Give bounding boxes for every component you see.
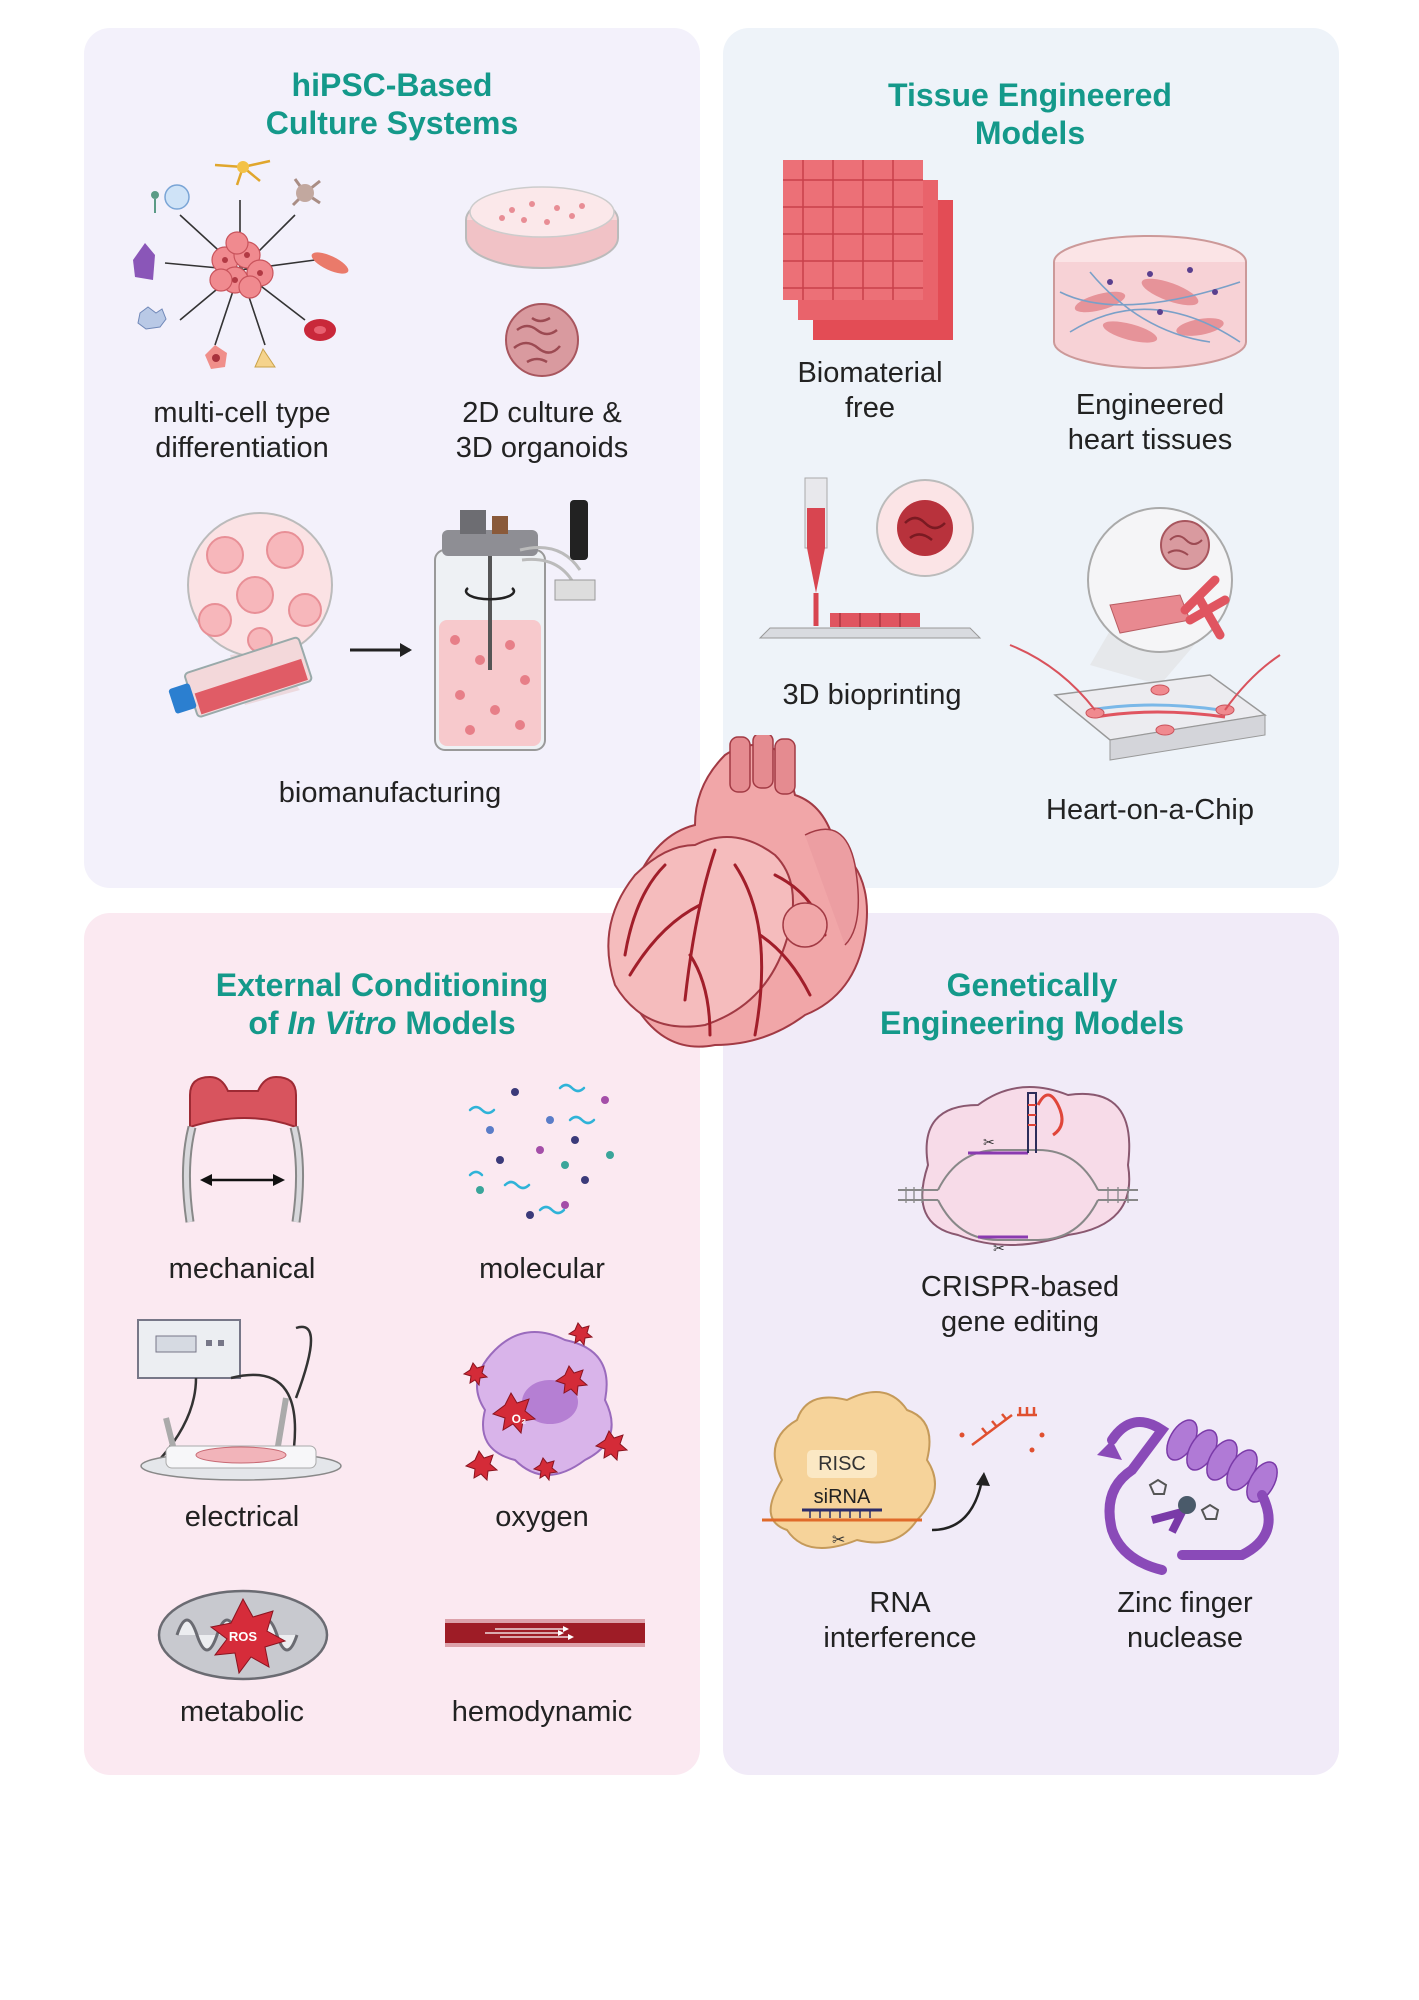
label-zinc-line1: Zinc finger [1117, 1587, 1253, 1619]
heart-on-chip-illustration [1009, 507, 1281, 761]
molecular-icon [468, 1083, 614, 1219]
panel-hipsc [84, 28, 700, 888]
label-zinc: Zinc finger nuclease [1025, 1586, 1345, 1656]
label-molecular: molecular [479, 1253, 605, 1285]
title-hipsc-line2: Culture Systems [265, 105, 519, 141]
biomanufacturing-illustration [168, 500, 596, 751]
label-differentiation: multi-cell type differentiation [82, 396, 402, 466]
label-biomaterial-line1: Biomaterial [797, 357, 943, 389]
title-hipsc-line1: hiPSC-Based [291, 67, 493, 103]
title-external-line2-post: Models [396, 1005, 516, 1041]
crispr-cas9-icon: ✂ ✂ [898, 1086, 1138, 1256]
electrical-stimulation-icon [137, 1319, 342, 1481]
label-differentiation-line2: differentiation [155, 432, 329, 464]
label-metabolic: metabolic [179, 1696, 305, 1728]
label-engineered: Engineered heart tissues [990, 388, 1310, 458]
label-oxygen: oxygen [495, 1501, 589, 1533]
label-hemodynamic: hemodynamic [451, 1696, 633, 1728]
title-external-line2-italic: In Vitro [287, 1005, 397, 1041]
differentiation-illustration [133, 159, 349, 369]
title-tissue-line1: Tissue Engineered [888, 77, 1172, 113]
label-mechanical: mechanical [168, 1253, 316, 1285]
label-zinc-line2: nuclease [1126, 1622, 1244, 1654]
label-rnai-line2: interference [823, 1622, 977, 1654]
label-crispr-line1: CRISPR-based [920, 1271, 1120, 1303]
oxygen-hypoxia-icon: O₂ [462, 1322, 629, 1482]
panel-genetic-engineering [723, 913, 1339, 1775]
scissors-icon-2: ✂ [993, 1240, 1005, 1256]
label-electrical: electrical [184, 1501, 300, 1533]
title-hipsc: hiPSC-Based Culture Systems [112, 66, 672, 142]
o2-label: O₂ [512, 1412, 527, 1426]
title-genetic-line2: Engineering Models [879, 1005, 1185, 1041]
label-differentiation-line1: multi-cell type [153, 397, 331, 429]
title-external: External Conditioning of In Vitro Models [102, 966, 662, 1042]
label-bioprinting: 3D bioprinting [782, 679, 962, 711]
sirna-label: siRNA [814, 1486, 871, 1508]
zinc-finger-nuclease-icon [1097, 1417, 1278, 1575]
label-engineered-line1: Engineered [1075, 389, 1225, 421]
label-biomaterial-line2: free [845, 392, 895, 424]
label-crispr: CRISPR-based gene editing [860, 1270, 1180, 1340]
label-crispr-line2: gene editing [940, 1306, 1100, 1338]
title-genetic: Genetically Engineering Models [752, 966, 1312, 1042]
title-tissue-line2: Models [974, 115, 1086, 151]
scissors-icon-3: ✂ [832, 1532, 845, 1549]
label-biomanufacturing: biomanufacturing [278, 777, 502, 809]
title-external-line1: External Conditioning [215, 967, 549, 1003]
scissors-icon: ✂ [983, 1134, 995, 1150]
title-tissue: Tissue Engineered Models [750, 76, 1310, 152]
rna-interference-icon: RISC siRNA ✂ [762, 1391, 1045, 1549]
risc-label: RISC [818, 1453, 866, 1475]
label-rnai-line1: RNA [869, 1587, 931, 1619]
mitochondria-metabolic-icon: ROS [157, 1589, 329, 1681]
label-chip: Heart-on-a-Chip [1046, 794, 1254, 826]
hemodynamic-flow-icon [445, 1619, 645, 1647]
title-genetic-line1: Genetically [946, 967, 1118, 1003]
mechanical-stretch-icon [181, 1075, 305, 1223]
label-rnai: RNA interference [740, 1586, 1060, 1656]
label-engineered-line2: heart tissues [1067, 424, 1233, 456]
heart-illustration [607, 735, 868, 1048]
title-external-line2-pre: of [248, 1005, 288, 1041]
label-culture-line1: 2D culture & [462, 397, 622, 429]
bioprinting-illustration [758, 477, 982, 639]
label-culture: 2D culture & 3D organoids [382, 396, 702, 466]
organoid-icon [505, 303, 579, 377]
petri-dish-icon [465, 186, 619, 269]
ros-label: ROS [229, 1629, 258, 1644]
biomaterial-free-sheets-icon [783, 160, 953, 340]
label-biomaterial: Biomaterial free [710, 356, 1030, 426]
label-culture-line2: 3D organoids [455, 432, 629, 464]
engineered-tissue-icon [1053, 235, 1247, 369]
